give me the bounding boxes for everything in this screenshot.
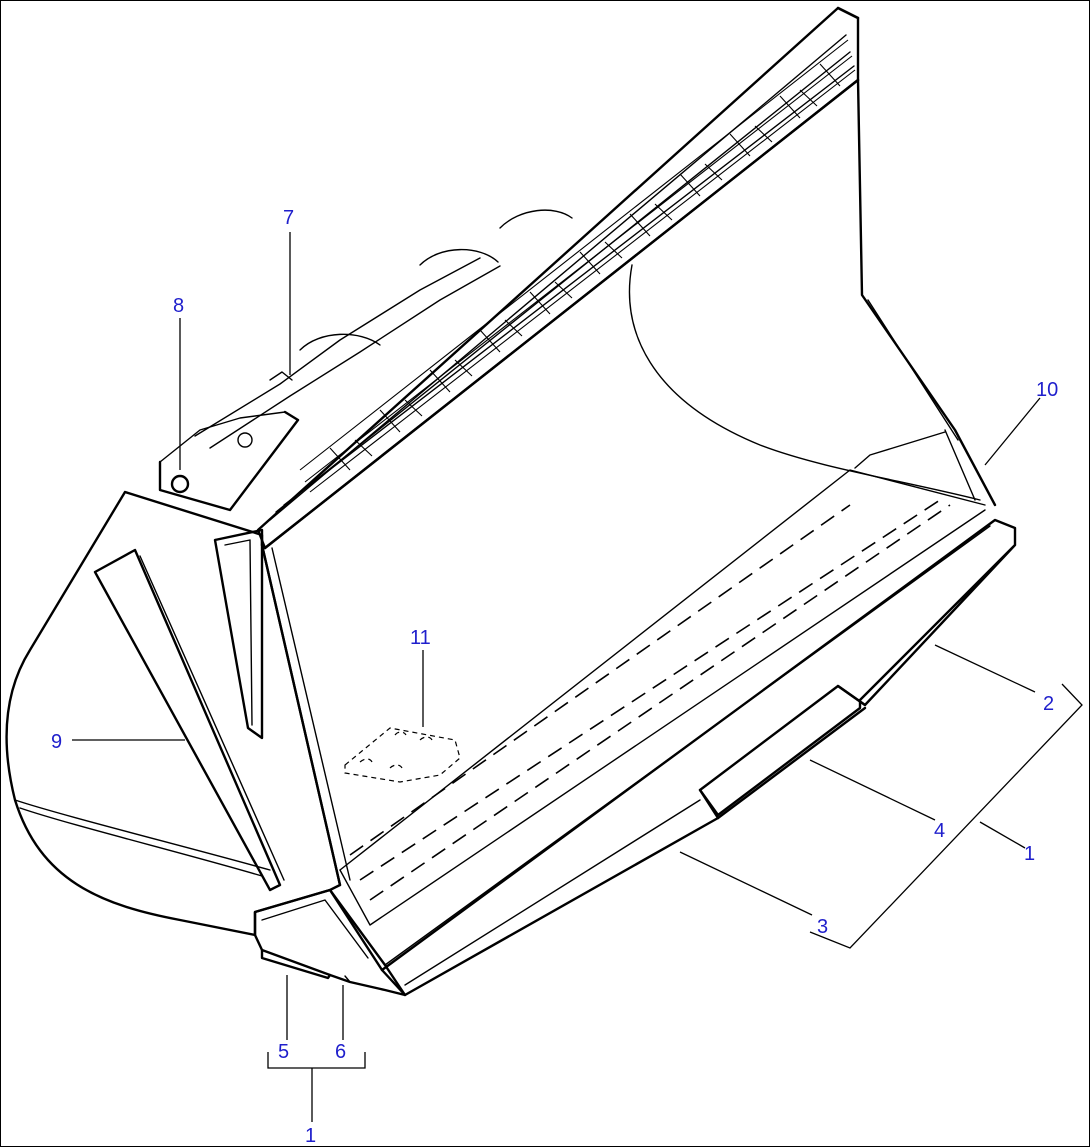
corner-tooth-block [253,888,407,997]
leader-2 [934,644,1036,693]
bracket-1-bottom [267,1052,366,1069]
bucket-interior [260,78,997,887]
leader-10 [984,397,1041,466]
callout-2: 2 [1043,693,1054,715]
floor-hidden-lines [349,499,951,901]
callout-6: 6 [335,1041,346,1063]
callout-5: 5 [278,1041,289,1063]
callout-8: 8 [173,295,184,317]
leader-1-right [979,821,1026,849]
callout-10: 10 [1036,379,1058,401]
callout-1-bottom: 1 [305,1125,316,1147]
top-beam [256,6,860,550]
callout-1-right: 1 [1024,843,1035,865]
leader-3 [679,851,813,916]
callout-3: 3 [817,916,828,938]
callout-9: 9 [51,731,62,753]
rear-brackets [158,209,573,512]
callout-7: 7 [283,207,294,229]
callout-11: 11 [410,627,431,649]
left-side-plate [5,490,342,937]
beam-grating [299,39,856,493]
leader-lines [72,232,1083,1122]
leader-4 [809,759,936,821]
cutting-edge [328,509,1017,997]
bracket-1-right [809,683,1083,949]
callouts: 7 8 9 10 11 2 4 1 3 5 6 1 [51,207,1058,1147]
callout-4: 4 [934,820,945,842]
mounting-plate [344,727,461,783]
